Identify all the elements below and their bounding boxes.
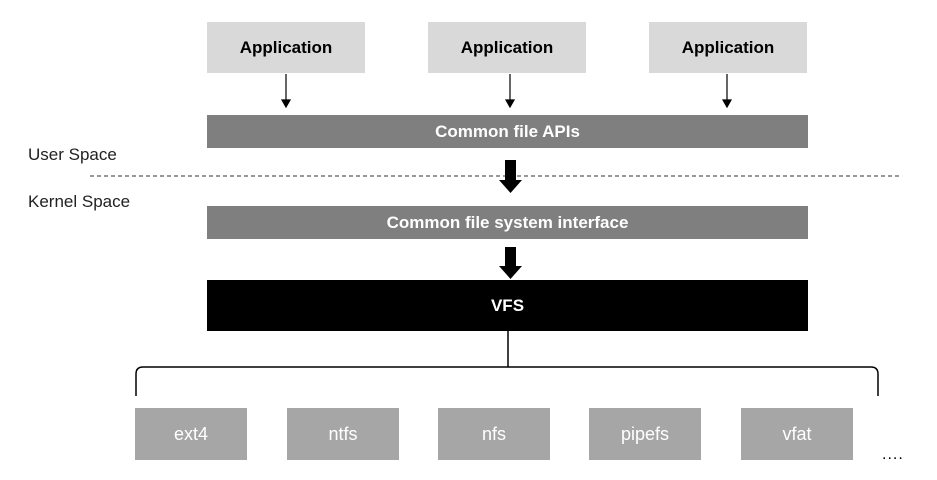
- common-file-apis-bar: Common file APIs: [207, 115, 808, 148]
- arrow-head-app-2: [504, 99, 516, 109]
- application-arrows: [280, 74, 733, 109]
- common-fs-interface-bar: Common file system interface: [207, 206, 808, 239]
- thick-arrow-apis-to-interface: [499, 160, 522, 193]
- arrow-head-app-3: [721, 99, 733, 109]
- application-box-2: Application: [428, 22, 586, 73]
- filesystem-label: ntfs: [328, 423, 358, 444]
- arrow-head-app-1: [280, 99, 292, 109]
- filesystem-bracket: [135, 366, 879, 396]
- common-fs-interface-label: Common file system interface: [386, 212, 629, 232]
- user-space-label: User Space: [28, 145, 117, 164]
- more-filesystems-ellipsis: ....: [882, 446, 904, 463]
- filesystem-box-vfat: vfat: [741, 408, 853, 460]
- application-label: Application: [239, 37, 333, 57]
- vfs-box: VFS: [207, 280, 808, 331]
- application-box-1: Application: [207, 22, 365, 73]
- common-file-apis-label: Common file APIs: [435, 121, 580, 141]
- thick-arrow-interface-to-vfs: [499, 247, 522, 279]
- filesystem-box-ntfs: ntfs: [287, 408, 399, 460]
- filesystem-label: ext4: [173, 423, 209, 444]
- filesystem-label: vfat: [782, 423, 812, 444]
- filesystem-box-pipefs: pipefs: [589, 408, 701, 460]
- filesystem-label: pipefs: [620, 423, 670, 444]
- vfs-label: VFS: [490, 295, 525, 315]
- application-box-3: Application: [649, 22, 807, 73]
- filesystem-box-ext4: ext4: [135, 408, 247, 460]
- application-label: Application: [681, 37, 775, 57]
- kernel-space-label: Kernel Space: [28, 192, 131, 211]
- application-label: Application: [460, 37, 554, 57]
- filesystem-label: nfs: [481, 423, 506, 444]
- filesystem-box-nfs: nfs: [438, 408, 550, 460]
